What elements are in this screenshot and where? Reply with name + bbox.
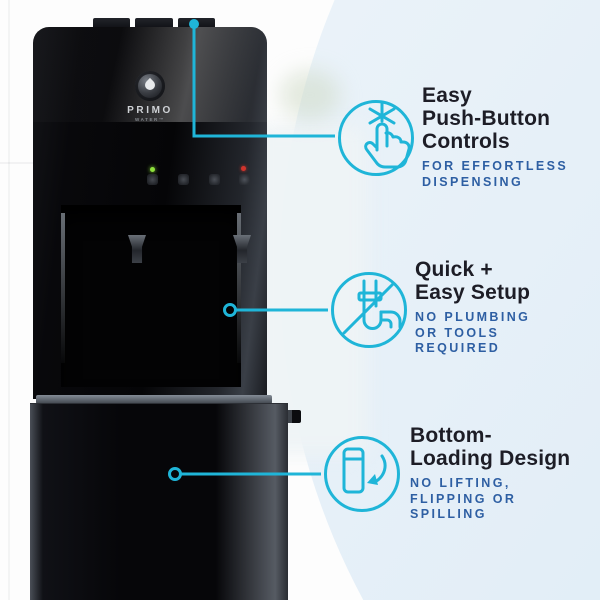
callout-subtitle: FOR EFFORTLESS DISPENSING (422, 159, 568, 190)
water-spout-left (128, 235, 146, 263)
control-indicator-icon (178, 174, 189, 185)
alcove-edge-highlight (237, 213, 241, 363)
callout-title-line: Loading Design (410, 447, 571, 470)
alcove-edge-highlight (61, 213, 65, 363)
callout-title: Easy Push-Button Controls (422, 84, 568, 153)
alert-led-red (241, 166, 246, 171)
push-button-icon (336, 98, 416, 178)
brand-subname: WATER™ (134, 117, 165, 122)
callout-title: Bottom- Loading Design (410, 424, 570, 470)
arrow-head (367, 474, 378, 485)
callout-quick-easy-setup: Quick + Easy Setup NO PLUMBING OR TOOLS … (415, 258, 530, 357)
primo-logo: PRIMO WATER™ (33, 71, 267, 122)
bottom-loading-icon (322, 434, 402, 514)
power-led-green (150, 167, 155, 172)
drip-tray (36, 395, 272, 404)
callout-title-line: Controls (422, 130, 510, 153)
bottle-cabinet-door (30, 403, 288, 600)
water-drop-icon (142, 77, 158, 93)
background-wall-line (8, 0, 10, 600)
control-panel (141, 165, 253, 187)
callout-title-line: Easy Setup (415, 281, 531, 304)
control-indicator-icon (147, 174, 158, 185)
callout-push-button-controls: Easy Push-Button Controls FOR EFFORTLESS… (422, 84, 568, 190)
control-indicator-icon (209, 174, 220, 185)
primo-swirl-emblem (135, 71, 165, 101)
callout-subtitle: NO LIFTING, FLIPPING OR SPILLING (410, 476, 570, 523)
callout-subtitle-line: FLIPPING OR (410, 491, 517, 506)
callout-title-line: Push-Button (422, 107, 551, 130)
callout-subtitle-line: NO PLUMBING (415, 310, 531, 324)
control-indicator-icon (239, 174, 250, 185)
callout-subtitle-line: DISPENSING (422, 174, 524, 189)
callout-bottom-loading-design: Bottom- Loading Design NO LIFTING, FLIPP… (410, 424, 570, 523)
callout-subtitle-line: OR TOOLS (415, 325, 500, 340)
callout-subtitle-line: SPILLING (410, 507, 487, 521)
background-plant-blur (280, 70, 340, 120)
water-spout-right (233, 235, 251, 263)
brand-name: PRIMO (127, 105, 173, 116)
dispensing-alcove (61, 205, 251, 387)
callout-title-line: Bottom- (410, 424, 492, 447)
callout-subtitle-line: NO LIFTING, (410, 476, 511, 490)
callout-subtitle-line: FOR EFFORTLESS (422, 159, 569, 173)
callout-subtitle: NO PLUMBING OR TOOLS REQUIRED (415, 310, 530, 357)
callout-subtitle-line: REQUIRED (415, 341, 501, 355)
no-plumbing-icon (329, 270, 409, 350)
callout-title: Quick + Easy Setup (415, 258, 530, 304)
dispenser-upper-body: PRIMO WATER™ (33, 27, 301, 423)
callout-title-line: Quick + (415, 258, 493, 281)
callout-title-line: Easy (422, 84, 472, 107)
